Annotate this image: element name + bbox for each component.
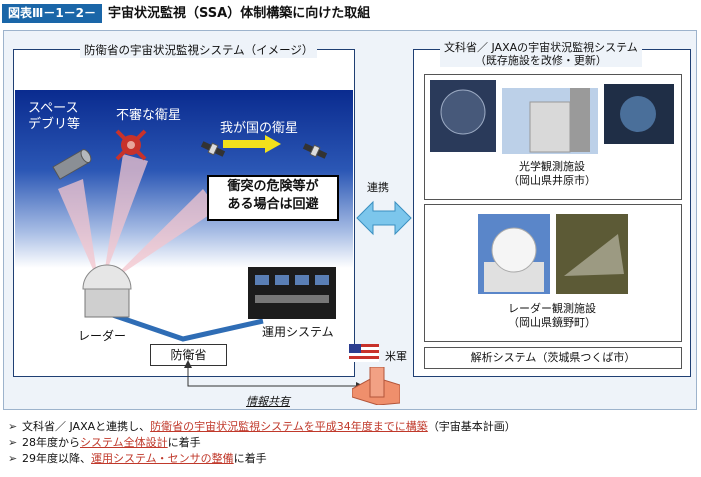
suspicious-satellite-label: 不審な衛星	[116, 108, 182, 123]
ops-system-label: 運用システム	[262, 325, 334, 339]
our-satellite-icon-2	[302, 143, 328, 159]
mod-ssa-panel-title: 防衛省の宇宙状況監視システム（イメージ）	[80, 42, 318, 58]
radar-dome-icon	[82, 264, 132, 318]
note-2: ➢28年度からシステム全体設計に着手	[8, 436, 201, 449]
radar-facility-caption: レーダー観測施設 （岡山県鏡野町）	[508, 302, 596, 329]
jaxa-ssa-panel-title: 文科省／ JAXAの宇宙状況監視システム （既存施設を改修・更新）	[440, 41, 642, 67]
collision-avoidance-text: 衝突の危険等が ある場合は回避	[227, 179, 319, 212]
figure-number-badge: 図表Ⅲ－1－2－12	[2, 4, 102, 39]
bullet-arrow-icon: ➢	[8, 452, 18, 465]
us-forces-building-icon	[352, 367, 400, 405]
link-label: 連携	[367, 181, 389, 194]
link-arrow-icon	[356, 200, 412, 236]
radar-facility-photos	[478, 214, 628, 294]
mod-ssa-illustration	[52, 129, 336, 342]
mod-box: 防衛省	[150, 344, 227, 366]
radar-label: レーダー	[78, 329, 127, 343]
analysis-system-box: 解析システム（茨城県つくば市）	[424, 347, 682, 369]
optical-facility-photos	[430, 80, 674, 154]
collision-avoidance-box	[207, 175, 339, 221]
radar-beam-debris	[58, 179, 98, 281]
optical-facility-caption: 光学観測施設 （岡山県井原市）	[508, 160, 596, 187]
info-share-label: 情報共有	[246, 395, 290, 408]
space-debris-label: スペース デブリ等	[28, 101, 81, 132]
radar-beam-satellite	[108, 189, 218, 283]
radar-beam-suspicious	[103, 154, 148, 281]
our-satellite-label: 我が国の衛星	[220, 121, 299, 136]
orbit-direction-arrow-icon	[223, 135, 281, 153]
figure-title: 宇宙状況監視（SSA）体制構築に向けた取組	[108, 6, 371, 21]
debris-icon	[52, 149, 92, 180]
network-line	[100, 308, 264, 342]
bullet-arrow-icon: ➢	[8, 420, 18, 433]
us-flag-icon	[349, 344, 379, 362]
operations-system-icon	[248, 267, 336, 319]
note-3: ➢29年度以降、運用システム・センサの整備に着手	[8, 452, 267, 465]
note-1: ➢文科省／ JAXAと連携し、防衛省の宇宙状況監視システムを平成34年度までに構…	[8, 420, 516, 433]
bullet-arrow-icon: ➢	[8, 436, 18, 449]
radar-facility-box	[424, 204, 682, 342]
our-satellite-icon-1	[200, 141, 226, 157]
suspicious-satellite-icon	[115, 129, 147, 161]
us-forces-label: 米軍	[385, 350, 407, 363]
